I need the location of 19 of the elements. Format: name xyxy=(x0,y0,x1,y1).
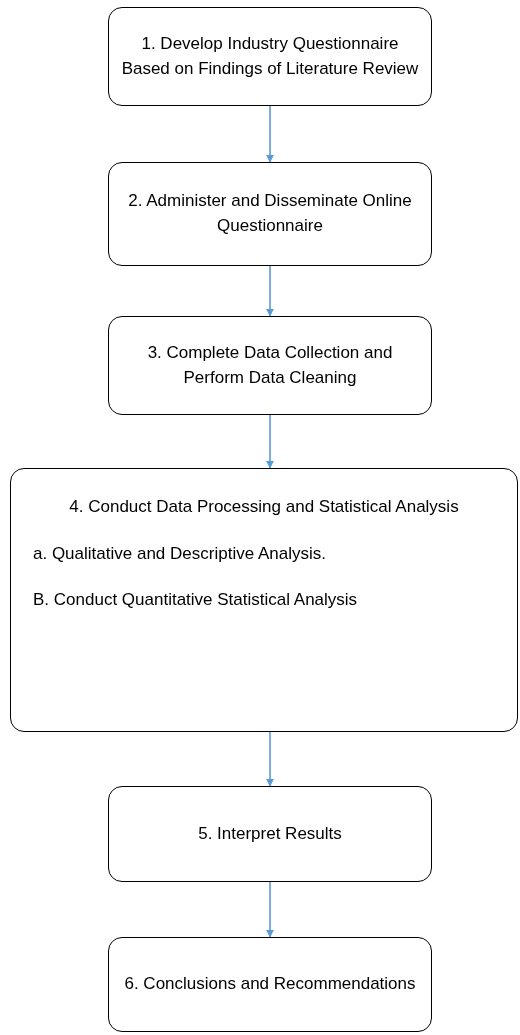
arrow xyxy=(266,265,274,317)
arrow xyxy=(266,105,274,163)
step-label: 3. Complete Data Collection and Perform Data Cleaning xyxy=(146,341,394,389)
process-box xyxy=(108,162,432,266)
process-box xyxy=(108,7,432,106)
step-label: 2. Administer and Disseminate Online Questionnaire xyxy=(127,190,413,237)
step-label: 5. Interpret Results xyxy=(198,822,342,845)
process-box xyxy=(108,937,432,1032)
arrow xyxy=(266,414,274,469)
step-label: 6. Conclusions and Recommendations xyxy=(124,973,416,996)
process-box xyxy=(10,468,518,732)
arrow xyxy=(266,881,274,938)
arrow xyxy=(266,731,274,787)
process-box xyxy=(108,786,432,882)
process-box xyxy=(108,316,432,415)
step-label: 4. Conduct Data Processing and Statistical Analysis xyxy=(68,496,460,518)
sub-step-label: a. Qualitative and Descriptive Analysis. xyxy=(33,542,326,565)
step-label: 1. Develop Industry Questionnaire Based on Findings of Literature Review xyxy=(120,32,420,80)
sub-step-label: B. Conduct Quantitative Statistical Analysis xyxy=(33,589,358,612)
